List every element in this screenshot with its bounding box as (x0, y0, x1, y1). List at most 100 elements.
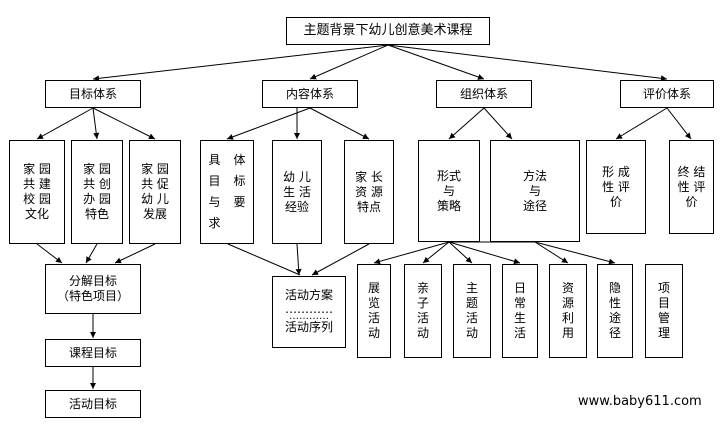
connector-line (534, 241, 616, 264)
arrowhead (93, 75, 100, 82)
connector-line (226, 107, 311, 140)
org-child-methods-paths: 方法 与 途径 (490, 140, 580, 242)
text-char: 主 (465, 281, 478, 295)
connector-line (309, 107, 370, 140)
eval-child-summative: 终 结 性 评 价 (669, 140, 714, 234)
arrowhead (37, 133, 44, 139)
text-char: 活 (513, 326, 526, 340)
text-char: 求 (208, 216, 221, 230)
text-char: 动 (367, 326, 380, 340)
activity-daily-life: 日 常 生 活 (502, 264, 538, 358)
activity-resource-use: 资 源 利 用 (549, 264, 587, 358)
arrowhead (115, 257, 122, 264)
plan-bottom-label: 活动序列 (284, 320, 333, 335)
text-char: 亲 (416, 281, 429, 295)
arrowhead (294, 133, 300, 139)
org-child-forms-strategies: 形式 与 策略 (418, 140, 480, 242)
activity-theme: 主 题 活 动 (453, 264, 491, 358)
arrowhead (616, 133, 623, 139)
text-line: 特色 (84, 207, 109, 221)
text-line: 分解目标 (68, 274, 117, 288)
text-char: 常 (513, 296, 526, 310)
text-line: 特点 (356, 199, 381, 214)
plan-dots: ………… (285, 301, 333, 316)
goal-child-school-features: 家 园 共 创 办 园 特色 (71, 140, 123, 244)
arrowhead (312, 269, 319, 275)
system-evaluation-label: 评价体系 (642, 86, 691, 101)
text-char: 动 (416, 326, 429, 340)
text-char: 活 (465, 311, 478, 325)
text-line: 共 创 (83, 177, 111, 191)
arrowhead (90, 332, 96, 338)
connector-line (448, 107, 485, 140)
plan-top-label: 活动方案 (284, 288, 333, 302)
activity-project-management: 项 目 管 理 (645, 264, 683, 358)
connector-line (227, 243, 301, 276)
arrowhead (93, 132, 100, 139)
text-char: 体 (233, 153, 246, 167)
connector-line (483, 107, 513, 140)
system-goal-label: 目标体系 (68, 86, 117, 101)
connector-line (534, 241, 569, 264)
text-line: （特色项目） (56, 289, 129, 303)
connector-line (387, 44, 485, 80)
text-char: 日 (513, 281, 526, 295)
activity-goal: 活动目标 (45, 390, 141, 418)
root-node: 主题背景下幼儿创意美术课程 (286, 17, 490, 45)
arrowhead (374, 258, 381, 265)
system-content: 内容体系 (262, 80, 358, 108)
arrowhead (90, 383, 96, 389)
course-goal: 课程目标 (45, 339, 141, 367)
connector-line (92, 107, 156, 140)
content-child-life-experience: 幼 儿 生 活 经验 (272, 140, 322, 244)
text-char: 活 (367, 311, 380, 325)
text-line: 幼 儿 (283, 169, 311, 184)
text-char: 目 (657, 296, 670, 310)
text-line: 生 活 (283, 184, 311, 199)
arrowhead (362, 133, 369, 139)
text-line: 发展 (142, 207, 167, 221)
decomposed-goal: 分解目标 （特色项目） (45, 264, 141, 314)
connector-line (666, 107, 692, 140)
arrowhead (477, 74, 484, 80)
arrowhead (561, 257, 568, 263)
text-line: 方法 (522, 168, 547, 183)
text-char: 源 (561, 296, 574, 310)
text-char: 子 (416, 296, 429, 310)
text-line: 策略 (436, 198, 461, 213)
text-line: 与 (528, 183, 541, 198)
text-line: 性 评 (602, 179, 630, 194)
text-line: 终 结 (677, 164, 706, 179)
system-content-label: 内容体系 (285, 86, 334, 101)
root-label: 主题背景下幼儿创意美术课程 (303, 22, 473, 38)
connector-line (114, 243, 156, 264)
text-line: 校 园 (23, 192, 51, 206)
text-char: 径 (608, 326, 621, 340)
text-line: 形式 (436, 168, 461, 183)
arrowhead (295, 268, 302, 275)
arrowhead (86, 256, 92, 263)
text-line: 形 成 (602, 164, 630, 179)
text-line: 家 园 (141, 162, 169, 176)
text-char: 途 (608, 311, 621, 325)
text-line: 价 (685, 194, 698, 209)
text-line: 文化 (24, 207, 49, 221)
text-char: 动 (465, 326, 478, 340)
text-char: 生 (513, 311, 526, 325)
text-line: 经验 (284, 199, 309, 214)
arrowhead (660, 75, 667, 82)
text-char: 活 (416, 311, 429, 325)
system-goal: 目标体系 (45, 80, 141, 108)
content-child-specific-goals: 具 体 目 标 与 要 求 (200, 140, 254, 244)
system-organization: 组织体系 (436, 80, 532, 108)
text-char: 性 (608, 296, 621, 310)
text-line: 资 源 (355, 184, 383, 199)
connector-line (448, 241, 521, 264)
text-line: 共 建 (23, 177, 51, 191)
arrowhead (423, 256, 430, 263)
connector-line (92, 44, 389, 80)
text-line: 共 促 (141, 177, 169, 191)
text-line: 与 (442, 183, 455, 198)
activity-parent-child: 亲 子 活 动 (404, 264, 442, 358)
